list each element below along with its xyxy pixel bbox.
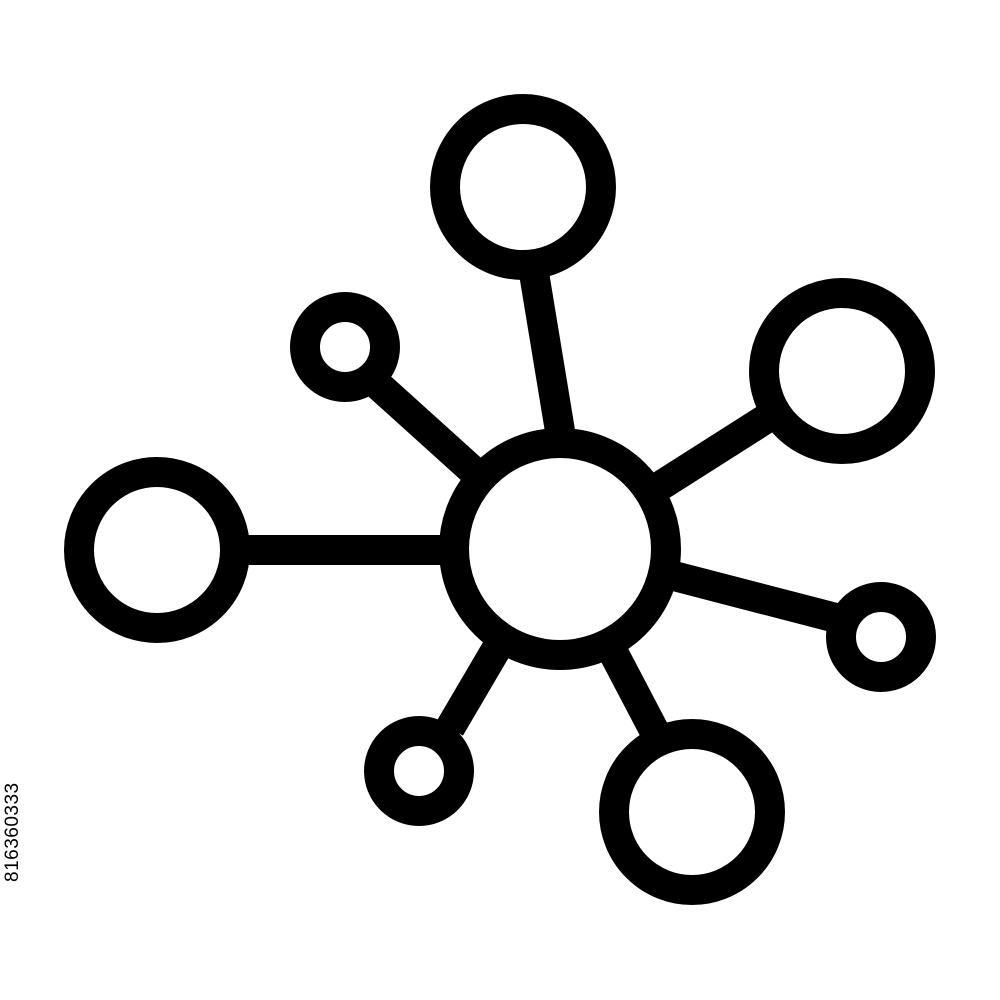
stock-id-label: 816360333: [2, 782, 23, 882]
connector-right: [670, 561, 840, 633]
node-upper-right: [749, 278, 935, 464]
node-left: [64, 457, 250, 643]
connector-lower-left: [437, 640, 510, 736]
connector-lower-right: [599, 645, 670, 741]
connector-upper-right: [648, 405, 776, 501]
node-right-small: [826, 582, 936, 692]
node-top: [430, 94, 616, 280]
node-upper-left-small: [290, 292, 400, 402]
hub-node: [439, 428, 681, 670]
connector-upper-left: [367, 373, 492, 490]
node-lower-right: [599, 719, 785, 905]
connector-top: [518, 264, 576, 440]
node-lower-left-small: [364, 716, 474, 826]
